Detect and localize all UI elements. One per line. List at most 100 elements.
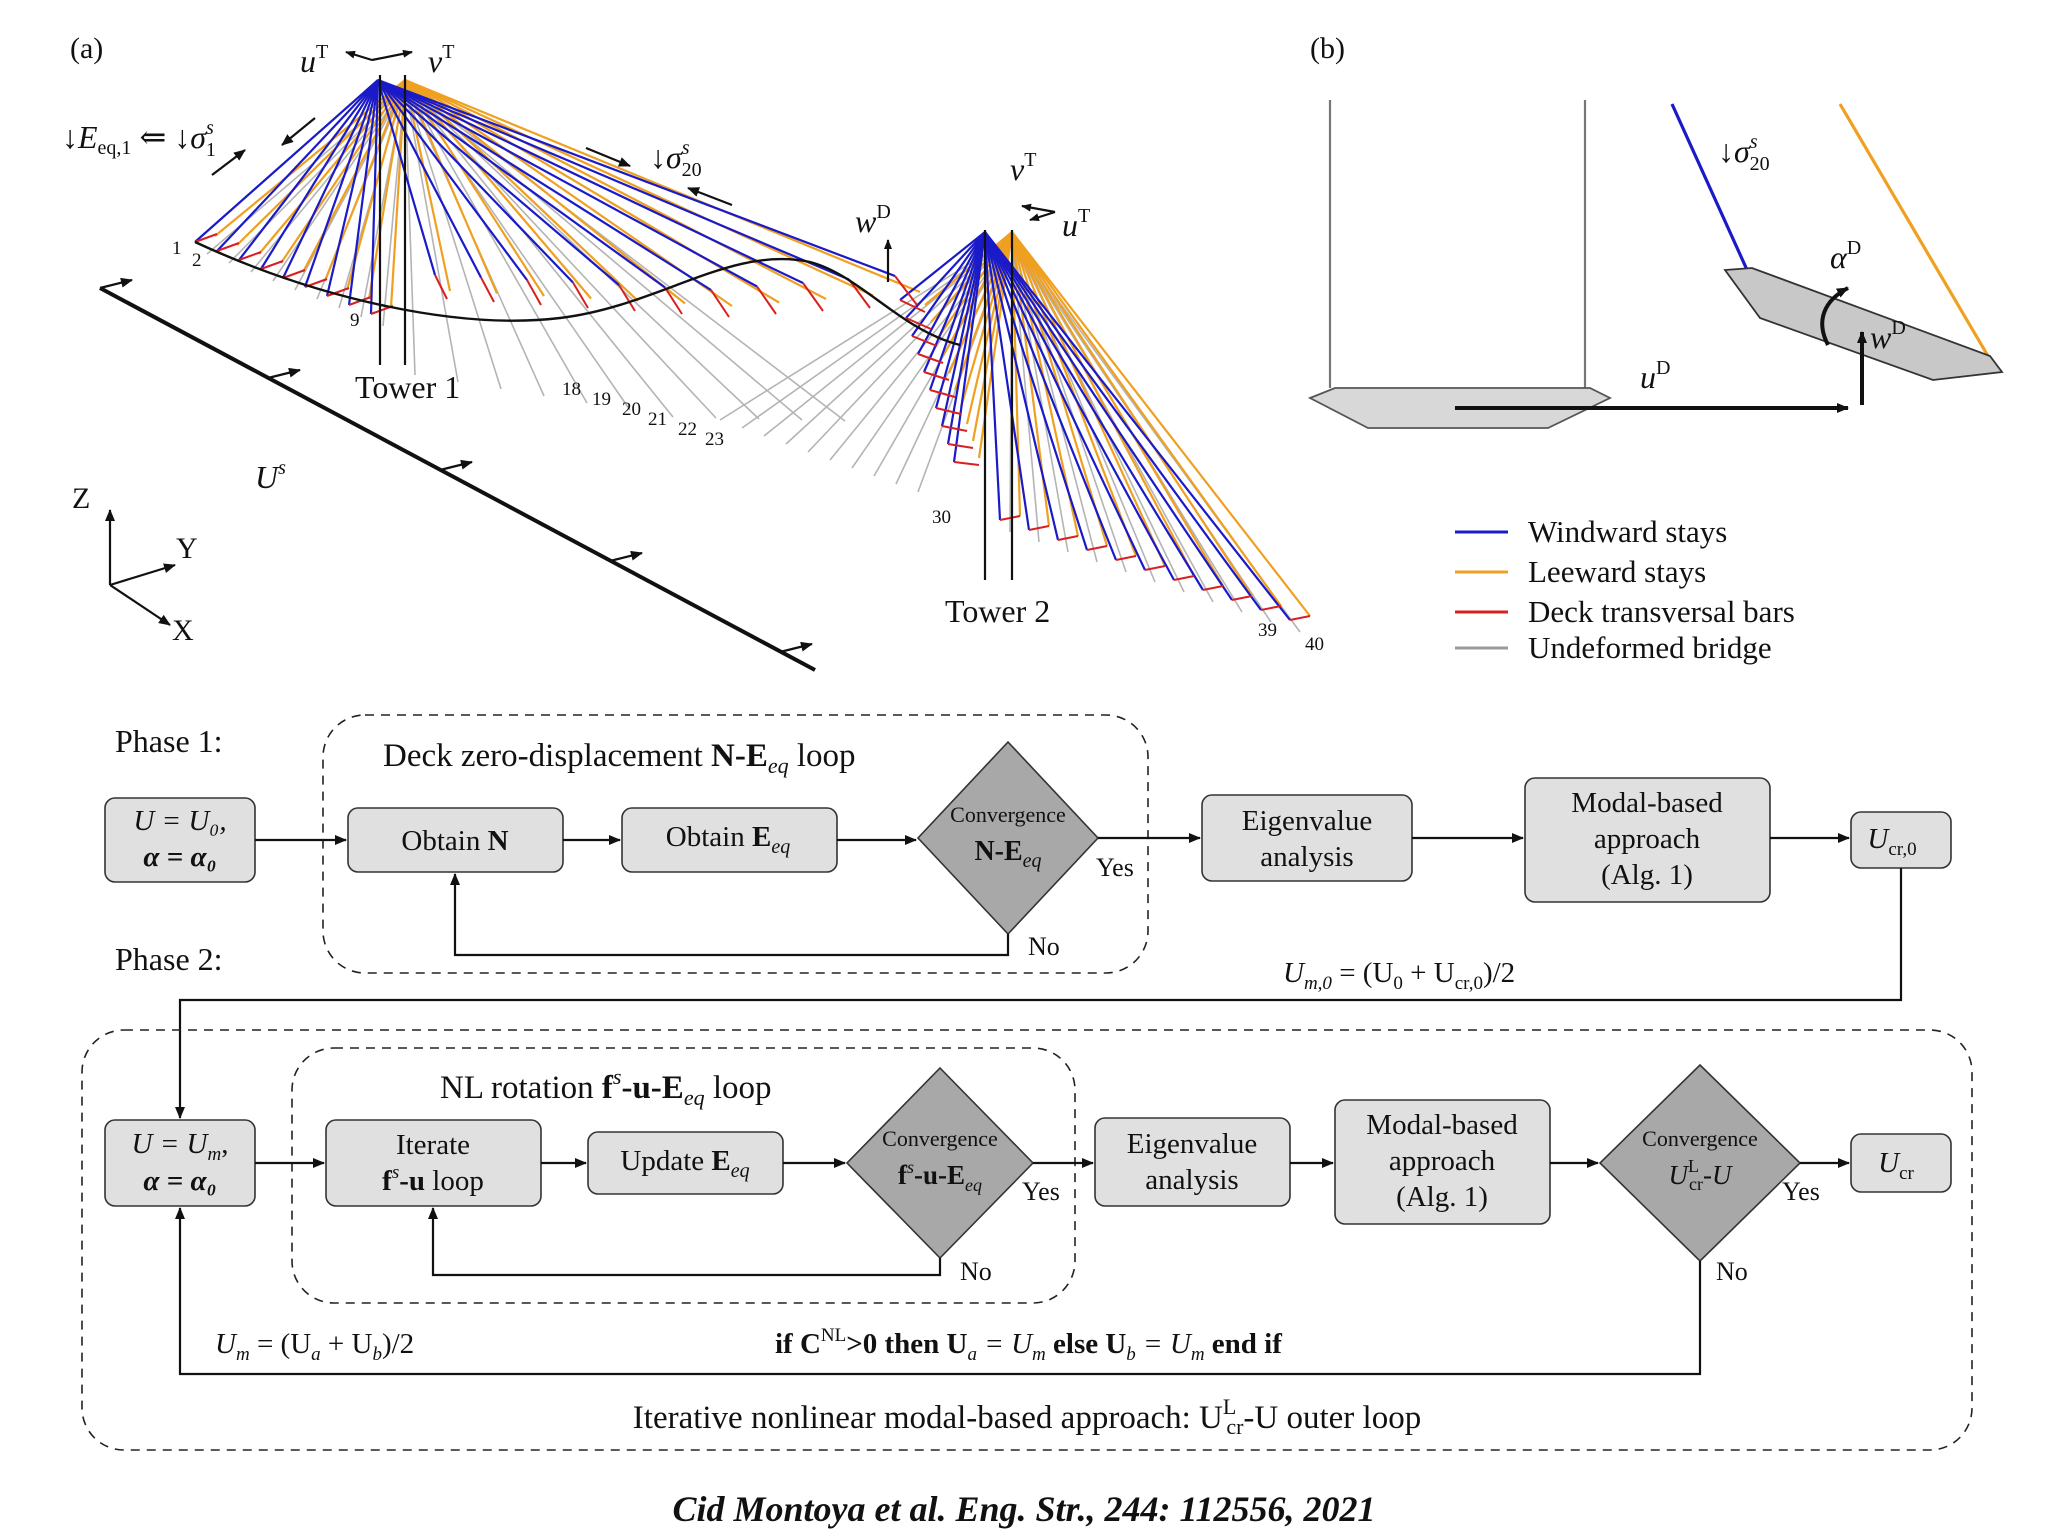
svg-text:Um,0 = (U0 + Ucr,0)/2: Um,0 = (U0 + Ucr,0)/2 [1283,957,1515,994]
wind-speed-sup: s [278,457,286,479]
if-sup: NL [821,1325,846,1346]
deck-bar [480,277,495,303]
if-sub-b: b [1126,1344,1136,1365]
conv1-line1: Convergence [950,802,1066,827]
windward-stay [377,79,620,286]
wind-arrow-5 [779,641,813,654]
leeward-stay [404,78,921,294]
y-axis [109,563,176,587]
deck-bar [526,279,542,306]
undeformed-stay [404,84,588,404]
deck-bar [260,260,284,270]
obtain-e-sub: eq [771,836,790,858]
svg-text:uT: uT [1062,205,1090,243]
svg-text:Deck zero-displacement N-Eeq l: Deck zero-displacement N-Eeq loop [383,738,856,778]
tower1-u-label: u [300,43,316,79]
tower1-v-sup: T [442,41,454,63]
undeformed-stay [404,84,846,422]
ucr-box [1850,1133,1952,1193]
eigen2-line2: analysis [1145,1164,1238,1196]
deck-bar [618,284,636,312]
deformed-section [1670,103,2004,381]
loop1-frame [322,714,1149,974]
um0-rest3: )/2 [1483,957,1515,989]
deck-w-label: w [855,203,877,239]
um0-u: U [1283,957,1306,989]
node-label-30: 30 [932,507,951,528]
outer-loop-frame [81,1029,1973,1451]
svg-text:U = Um,: U = Um, [132,1128,229,1165]
panel-b-rotation-arrow [1820,286,1849,346]
outer-title-post: -U outer loop [1243,1400,1421,1436]
deck-bar [905,317,932,330]
leeward-stay-section [1838,103,1990,357]
loop1-title-pre: Deck zero-displacement [383,738,711,774]
svg-text:fs-u-Eeq: fs-u-Eeq [898,1157,982,1195]
init2-line1: U = U [132,1128,210,1160]
um0-sub: m,0 [1304,973,1332,994]
init1-line1: U = U₀, [133,805,226,837]
undeformed-section [1307,100,1613,429]
y-axis-label: Y [176,532,198,565]
windward-stay [984,231,1204,591]
flowchart: Phase 1: Phase 2: Deck zero-displacement… [81,714,1973,1451]
conv3-line1: Convergence [1642,1126,1758,1151]
deck-bar [1231,595,1253,601]
windward-stay-section [1670,103,1750,273]
leeward-stay [1011,231,1195,577]
leeward-stay [1011,231,1253,597]
ucr-sub: cr [1899,1163,1914,1184]
windward-stay [376,79,437,276]
eigen1-line1: Eigenvalue [1242,805,1372,837]
sigma20-text: ↓σ [650,139,683,175]
sigma20-sup: s [682,137,690,159]
deck-bar [848,278,871,309]
init2-line1-sub: m [207,1144,221,1165]
tower2-v-sup: T [1024,149,1036,171]
panel-b-w-sup: D [1891,317,1905,339]
arrow-ucr0-to-phase2 [175,868,1903,1119]
windward-stay [377,79,666,289]
windward-stay [922,231,987,373]
deck-bar [1086,545,1108,551]
eq-sub: eq,1 [98,137,132,159]
node-label-19: 19 [592,389,611,410]
phase1-label: Phase 1: [115,723,223,759]
deck-bar [1289,615,1311,621]
tower1-v-arrow [371,49,413,62]
svg-text:NL rotation fs-u-Eeq loop: NL rotation fs-u-Eeq loop [440,1064,772,1110]
undeformed-stay [404,84,803,421]
outer-title-pre: Iterative nonlinear modal-based approach… [633,1400,1223,1436]
deck-bar [282,269,306,279]
update-e-sub: eq [731,1160,750,1182]
undeformed-stay [272,84,406,282]
node-label-18: 18 [562,379,581,400]
outer-title-sup: L [1223,1394,1236,1419]
windward-stay [983,231,1060,541]
windward-stay [377,79,482,279]
wind-speed-label: U [255,459,280,495]
conv2-line2-sub: eq [965,1175,982,1195]
obtain-n-text: Obtain [401,825,487,857]
leeward-stay [1011,231,1224,587]
um-suba: a [311,1344,321,1365]
windward-stay [260,79,379,270]
deck-bar [194,233,218,243]
conv3-no: No [1716,1257,1748,1286]
windward-stay [282,79,379,279]
loop2-title-pre: NL rotation [440,1070,602,1106]
windward-stay [984,231,1233,601]
deck-bar [935,407,962,415]
conv2-no: No [960,1257,992,1286]
conv2-line2-bold: f [898,1160,908,1190]
windward-stay [347,79,380,306]
leeward-stay [367,79,407,300]
um-u: U [215,1328,238,1360]
deck-bar [894,275,918,306]
coordinate-axes: Z Y X [72,482,198,647]
eigen2-line1: Eigenvalue [1127,1128,1257,1160]
svg-text:uT: uT [300,41,328,79]
